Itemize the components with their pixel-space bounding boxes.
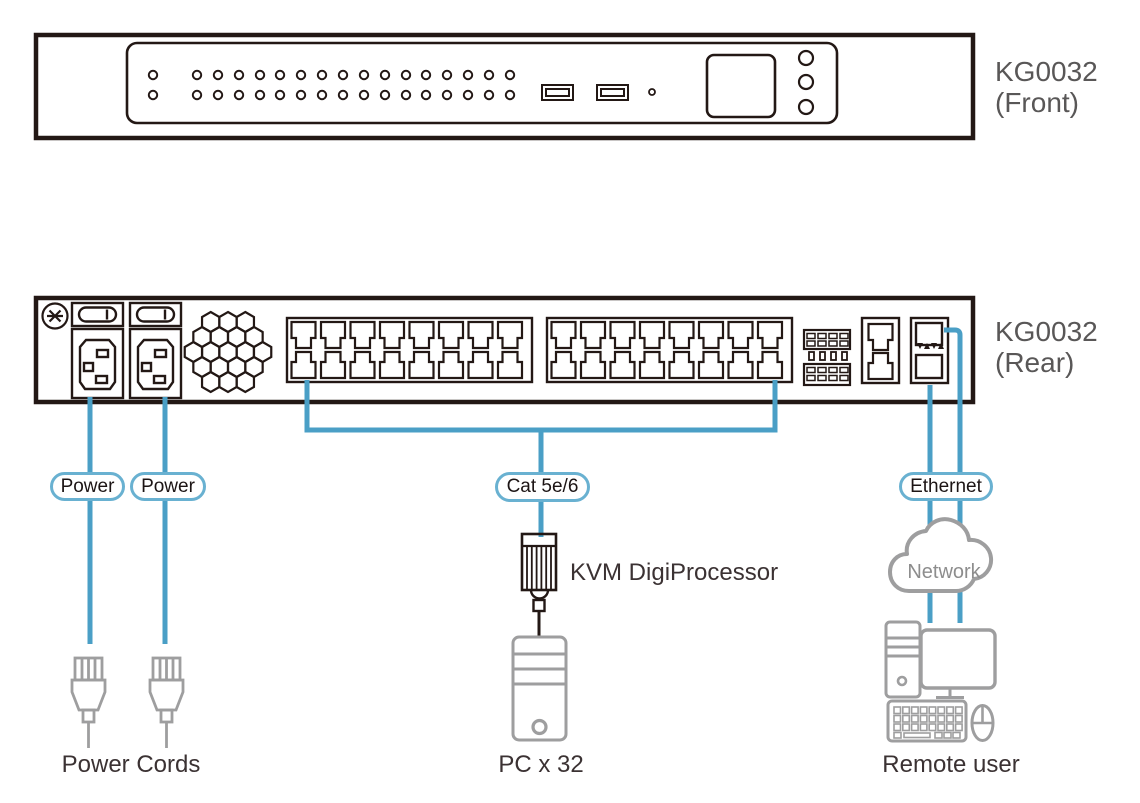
front-buttons-icon <box>797 49 815 116</box>
cat-cable-label: Cat 5e/6 <box>495 472 590 502</box>
power-plug-icon-1 <box>70 656 107 750</box>
front-caption: KG0032 (Front) <box>995 56 1098 118</box>
power-plug-icon-2 <box>148 656 185 750</box>
pc-tower-icon <box>511 635 568 742</box>
front-panel-illustration <box>33 32 976 141</box>
reset-hole-icon <box>648 88 656 96</box>
kvm-port-group-2 <box>545 316 794 384</box>
monitor-icon <box>919 628 997 699</box>
rear-panel-illustration <box>33 295 976 405</box>
remote-user-label: Remote user <box>882 751 1020 778</box>
pc-label: PC x 32 <box>498 751 584 778</box>
lan-ports-icon <box>909 316 950 385</box>
kvm-port-group-1 <box>285 316 534 384</box>
front-led-grid <box>147 69 516 101</box>
front-display-icon <box>705 53 777 119</box>
power-inlets-icon <box>70 301 183 400</box>
dip-terminal-icon <box>802 328 852 387</box>
power-cable-label-1: Power <box>50 472 125 501</box>
kvm-digiprocessor-label: KVM DigiProcessor <box>570 559 779 586</box>
mouse-icon <box>970 704 995 742</box>
remote-tower-icon <box>884 620 922 699</box>
vent-icon <box>183 310 273 394</box>
rear-caption: KG0032 (Rear) <box>995 316 1098 378</box>
kvm-digiprocessor-icon <box>520 532 558 638</box>
network-label: Network <box>907 561 981 583</box>
ethernet-cable-2 <box>944 327 963 623</box>
keyboard-icon <box>886 699 968 743</box>
ethernet-cable-label: Ethernet <box>899 472 993 501</box>
cables <box>87 327 963 644</box>
remote-user-computer-icon <box>884 620 997 743</box>
ground-screw-icon <box>41 302 69 330</box>
power-cable-label-2: Power <box>130 472 206 501</box>
console-ports-icon <box>860 316 901 385</box>
usb-ports-icon <box>541 84 629 101</box>
power-cords-label: Power Cords <box>61 751 201 778</box>
network-cloud-icon <box>888 517 994 593</box>
